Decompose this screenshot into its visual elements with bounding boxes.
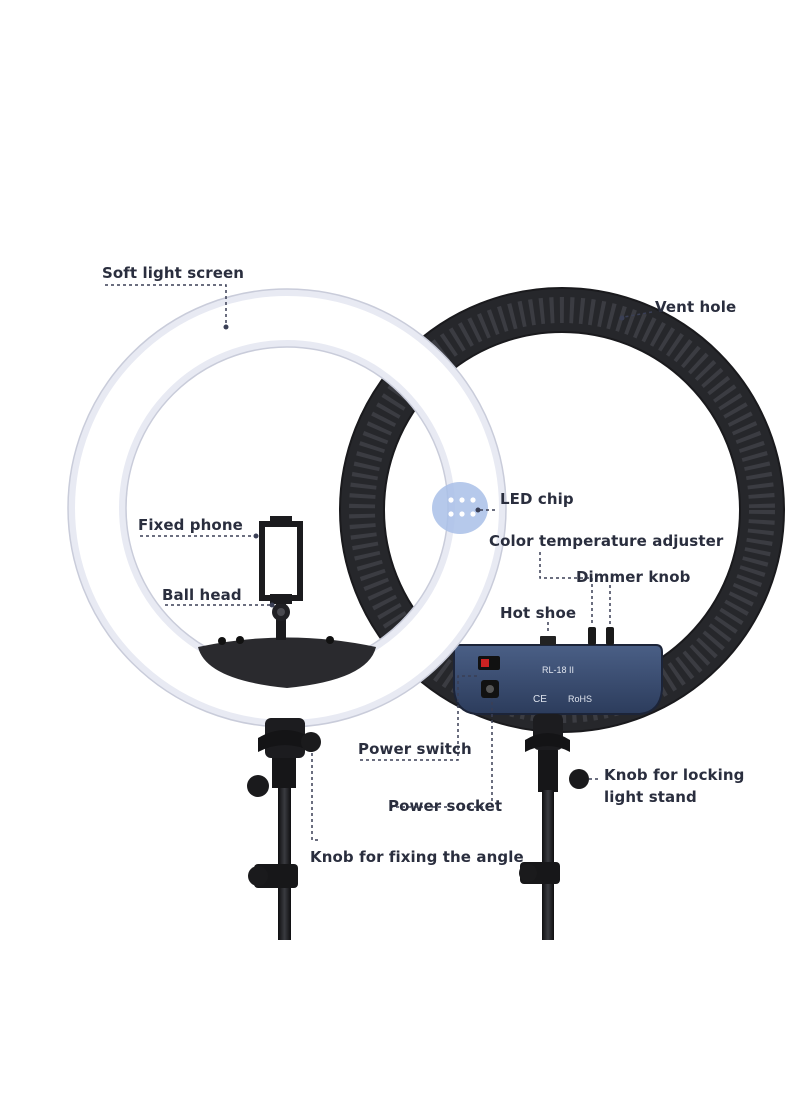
color-temperature-knob bbox=[588, 627, 596, 645]
locking-knob bbox=[569, 769, 589, 789]
leader-lines bbox=[105, 284, 653, 841]
phone-holder-assembly bbox=[259, 516, 303, 640]
panel-ce-mark: CE bbox=[533, 694, 547, 705]
leader-angle-knob bbox=[311, 753, 318, 841]
label-knob-for-locking-line1: Knob for locking bbox=[604, 766, 745, 784]
panel-model: RL-18 II bbox=[542, 665, 574, 675]
panel-rohs: RoHS bbox=[568, 694, 592, 704]
label-power-socket: Power socket bbox=[388, 797, 503, 815]
front-stand bbox=[247, 718, 321, 940]
leader-dots bbox=[223, 315, 625, 608]
leader-power-switch bbox=[360, 675, 478, 761]
label-hot-shoe: Hot shoe bbox=[500, 604, 577, 622]
label-knob-for-locking-line2: light stand bbox=[604, 788, 697, 806]
label-power-switch: Power switch bbox=[358, 740, 472, 758]
label-vent-hole: Vent hole bbox=[655, 298, 737, 316]
leader-power-socket bbox=[390, 698, 493, 808]
leader-soft-light-screen bbox=[105, 284, 227, 325]
label-fixed-phone: Fixed phone bbox=[138, 516, 243, 534]
label-ball-head: Ball head bbox=[162, 586, 242, 604]
phone-clamp bbox=[259, 521, 303, 601]
leader-vent-hole bbox=[623, 311, 653, 318]
label-color-temperature-adjuster: Color temperature adjuster bbox=[489, 532, 724, 550]
hot-shoe-mount bbox=[540, 636, 556, 645]
led-chip-highlight bbox=[432, 482, 488, 534]
front-base-plate bbox=[198, 636, 376, 688]
label-soft-light-screen: Soft light screen bbox=[102, 264, 245, 282]
angle-knob bbox=[301, 732, 321, 752]
label-led-chip: LED chip bbox=[500, 490, 574, 508]
back-stand bbox=[519, 714, 589, 940]
vent-hole-pattern bbox=[349, 297, 775, 723]
label-knob-for-fixing-angle: Knob for fixing the angle bbox=[310, 848, 524, 866]
label-knob-for-locking: Knob for locking light stand bbox=[604, 764, 745, 808]
label-dimmer-knob: Dimmer knob bbox=[576, 568, 691, 586]
dimmer-knob-control bbox=[606, 627, 614, 645]
back-control-panel: RL-18 II CE RoHS bbox=[453, 627, 663, 715]
leader-color-temperature bbox=[539, 552, 593, 624]
